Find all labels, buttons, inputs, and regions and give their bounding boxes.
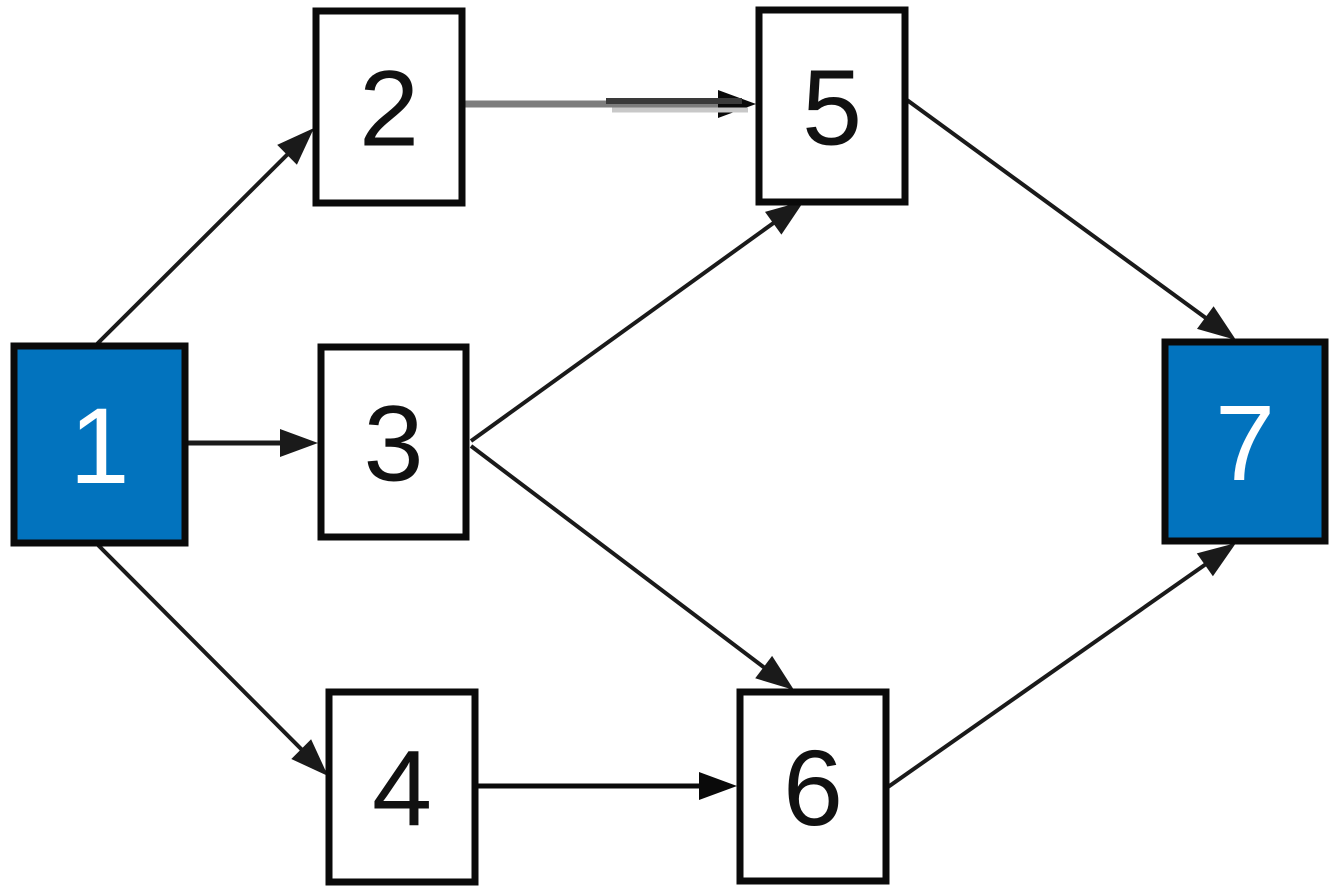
node-4: 4 (325, 688, 479, 886)
node-7: 7 (1161, 338, 1329, 545)
node-2: 2 (312, 7, 466, 207)
arrowhead-6-7 (1196, 543, 1236, 577)
node-2-label: 2 (359, 47, 419, 168)
edge-3-5 (469, 201, 804, 443)
node-6-label: 6 (783, 727, 843, 848)
edge-6-7 (886, 543, 1236, 789)
node-2-box (312, 7, 466, 207)
node-1-label: 1 (69, 385, 129, 506)
arrowhead-1-2 (277, 128, 314, 165)
node-6: 6 (736, 688, 890, 885)
node-3: 3 (317, 343, 470, 541)
node-4-label: 4 (372, 727, 432, 848)
edge-5-7 (905, 98, 1236, 340)
arrowhead-5-7 (1197, 306, 1236, 340)
node-4-box (325, 688, 479, 886)
node-7-label: 7 (1215, 382, 1275, 503)
arrowhead-1-3 (280, 429, 318, 457)
node-6-box (736, 688, 890, 885)
edge-1-4 (95, 542, 328, 776)
edge-1-2 (95, 128, 314, 346)
arrowhead-1-4 (291, 739, 328, 776)
node-1-box (10, 342, 189, 547)
node-5-box (755, 6, 909, 206)
node-5: 5 (755, 6, 909, 206)
node-3-box (317, 343, 470, 541)
arrowhead-4-6 (699, 772, 737, 800)
edge-4-6 (477, 772, 737, 800)
node-5-label: 5 (802, 46, 862, 167)
node-3-label: 3 (363, 382, 423, 503)
edge-3-6 (469, 444, 794, 690)
node-7-box (1161, 338, 1329, 545)
edge-1-3 (186, 429, 318, 457)
node-1: 1 (10, 342, 189, 547)
arrowhead-3-5 (765, 201, 804, 235)
arrowhead-3-6 (755, 655, 794, 690)
